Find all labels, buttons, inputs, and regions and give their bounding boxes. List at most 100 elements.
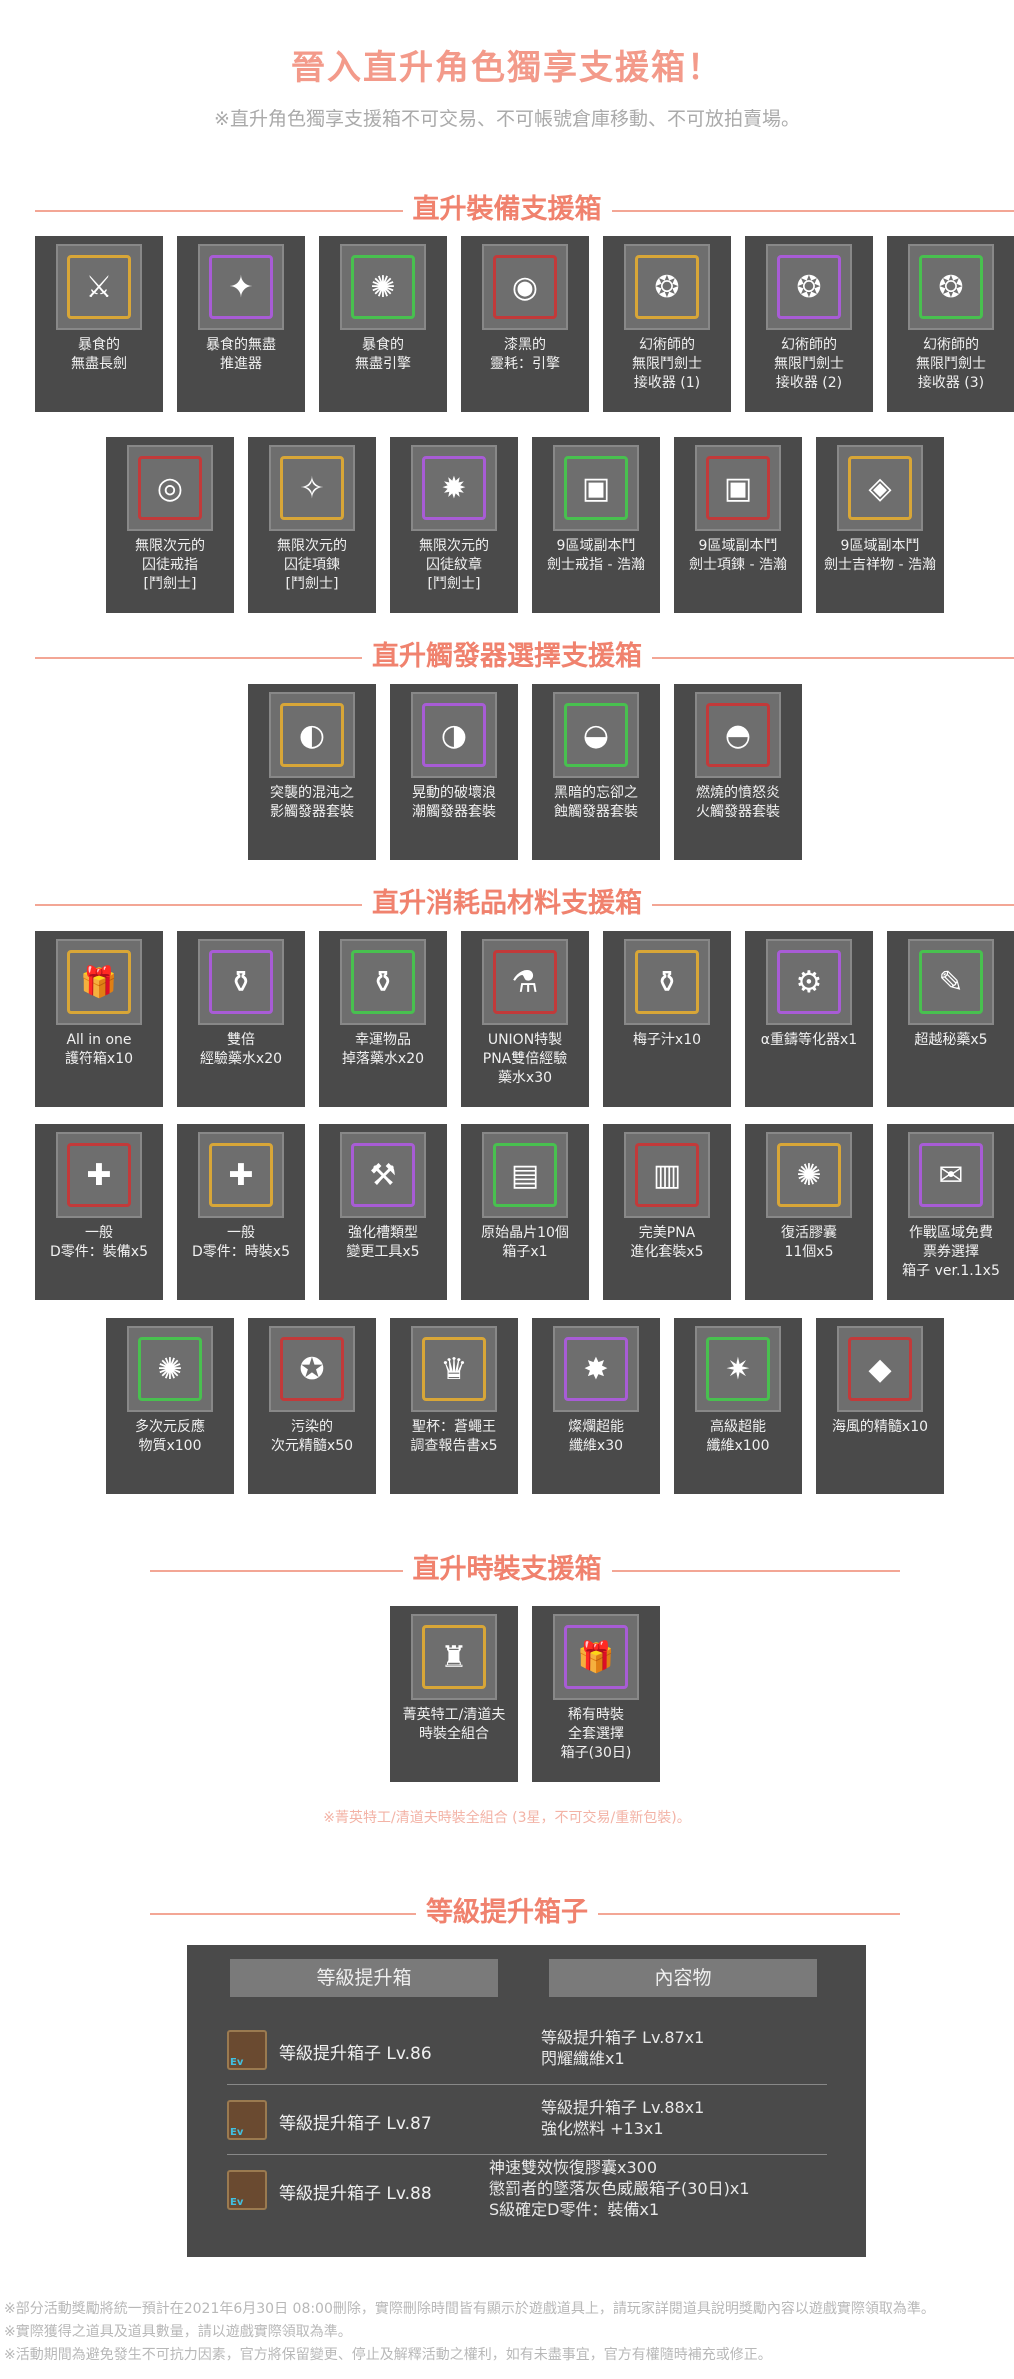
equipment-item-card: ✹無限次元的囚徒紋章[鬥劍士] [390, 437, 518, 613]
item-label-line: 幸運物品 [355, 1032, 411, 1048]
consumable-item-card: ✸燦爛超能纖維x30 [532, 1318, 660, 1494]
elixir-icon: ✎ [919, 950, 983, 1014]
item-frame: 🎁 [56, 939, 142, 1025]
item-label-line: 接收器 (2) [775, 375, 843, 391]
fashion-box-icon: 🎁 [564, 1625, 628, 1689]
essence-icon: ✪ [280, 1337, 344, 1401]
item-label-line: 蝕觸發器套裝 [554, 804, 638, 820]
item-label: 多次元反應物質x100 [108, 1418, 232, 1456]
event-badge: Ev [230, 2197, 244, 2208]
event-badge: Ev [230, 2057, 244, 2068]
item-label-line: PNA雙倍經驗 [482, 1051, 568, 1067]
ticket-icon: ✉ [919, 1143, 983, 1207]
footer-note: ※部分活動獎勵將統一預計在2021年6月30日 08:00刪除，實際刪除時間皆有… [4, 2301, 935, 2317]
item-label-line: 一般 [227, 1225, 255, 1241]
item-label: 暴食的無盡推進器 [179, 336, 303, 374]
section-title-level: 等級提升箱子 [0, 1893, 1014, 1933]
item-label-line: 強化槽類型 [348, 1225, 418, 1241]
item-frame: ◒ [553, 692, 639, 778]
item-label-line: 燦爛超能 [568, 1419, 624, 1435]
item-label-line: 超越秘藥x5 [914, 1032, 988, 1048]
item-label: 黑暗的忘卻之蝕觸發器套裝 [534, 784, 658, 822]
bottles-icon: ⚱ [635, 950, 699, 1014]
item-frame: ◎ [127, 445, 213, 531]
potion-icon: ⚗ [493, 950, 557, 1014]
crystal-icon: ◆ [848, 1337, 912, 1401]
equalizer-icon: ⚙ [777, 950, 841, 1014]
equipment-item-card: ⚔暴食的無盡長劍 [35, 236, 163, 412]
item-label-line: 囚徒項鍊 [284, 557, 340, 573]
item-label-line: 9區域副本鬥 [698, 538, 778, 554]
contents-line: 懲罰者的墜落灰色威嚴箱子(30日)x1 [489, 2179, 750, 2198]
item-frame: ✺ [127, 1326, 213, 1412]
item-label-line: 票券選擇 [923, 1244, 979, 1260]
item-label-line: 纖維x30 [568, 1438, 624, 1454]
contents-line: 強化燃料 +13x1 [541, 2119, 664, 2138]
item-frame: ⚙ [766, 939, 852, 1025]
item-label-line: 無限鬥劍士 [632, 356, 702, 372]
consumable-item-card: ✎ 超越秘藥x5 [887, 931, 1014, 1107]
item-frame: ✎ [908, 939, 994, 1025]
item-label-line: 11個x5 [784, 1244, 834, 1260]
item-label-line: 無盡引擎 [355, 356, 411, 372]
item-label-line: 暴食的 [78, 337, 120, 353]
contents-line: S級確定D零件：裝備x1 [489, 2200, 660, 2219]
item-label-line: 聖杯：蒼蠅王 [412, 1419, 496, 1435]
item-frame: ✪ [269, 1326, 355, 1412]
item-label-line: 劍士吉祥物 - 浩瀚 [824, 557, 936, 573]
item-label: 高級超能纖維x100 [676, 1418, 800, 1456]
item-label-line: 火觸發器套裝 [696, 804, 780, 820]
item-label: 聖杯：蒼蠅王調查報告書x5 [392, 1418, 516, 1456]
fashion-item-card: 🎁 稀有時裝全套選擇箱子(30日) [532, 1606, 660, 1782]
equipment-item-card: ✦暴食的無盡推進器 [177, 236, 305, 412]
item-label-line: 無限次元的 [277, 538, 347, 554]
item-label-line: 暴食的 [362, 337, 404, 353]
item-frame: ✧ [269, 445, 355, 531]
equipment-item-card: ❂幻術師的無限鬥劍士接收器 (1) [603, 236, 731, 412]
item-label: 梅子汁x10 [605, 1031, 729, 1050]
item-frame: ✹ [411, 445, 497, 531]
item-label-line: 9區域副本鬥 [840, 538, 920, 554]
equipment-item-card: ◎無限次元的囚徒戒指[鬥劍士] [106, 437, 234, 613]
item-label-line: 囚徒紋章 [426, 557, 482, 573]
item-label-line: 影觸發器套裝 [270, 804, 354, 820]
capsule-icon: ✺ [777, 1143, 841, 1207]
potion-icon: ⚱ [209, 950, 273, 1014]
equipment-item-card: ▣9區域副本鬥劍士項鍊 - 浩瀚 [674, 437, 802, 613]
item-label-line: [鬥劍士] [427, 576, 481, 592]
item-label: 稀有時裝全套選擇箱子(30日) [534, 1706, 658, 1763]
item-label-line: 完美PNA [638, 1225, 696, 1241]
necklace-icon: ✧ [280, 456, 344, 520]
item-label: 燃燒的憤怒炎火觸發器套裝 [676, 784, 800, 822]
consumable-item-card: ⚙α重鑄等化器x1 [745, 931, 873, 1107]
item-frame: ❂ [908, 244, 994, 330]
level-box-name: 等級提升箱子 Lv.87 [279, 2114, 432, 2134]
consumable-item-card: ⚱雙倍經驗藥水x20 [177, 931, 305, 1107]
item-label-line: 突襲的混沌之 [270, 785, 354, 801]
item-frame: ▣ [695, 445, 781, 531]
footer-note: ※實際獲得之道具及道具數量，請以遊戲實際領取為準。 [4, 2324, 352, 2340]
fashion-note: ※菁英特工/清道夫時裝全組合 (3星，不可交易/重新包裝)。 [323, 1810, 691, 1826]
section-title-fashion: 直升時裝支援箱 [0, 1550, 1014, 1590]
level-box-icon: Ev [227, 2100, 267, 2140]
item-frame: ⚒ [340, 1132, 426, 1218]
consumable-item-card: ⚒強化槽類型變更工具x5 [319, 1124, 447, 1300]
item-label: 幻術師的無限鬥劍士接收器 (3) [889, 336, 1013, 393]
trigger-cube-icon: ◐ [280, 703, 344, 767]
consumable-item-card: ✪污染的次元精髓x50 [248, 1318, 376, 1494]
item-label-line: UNION特製 [487, 1032, 563, 1048]
level-box-name: 等級提升箱子 Lv.86 [279, 2044, 432, 2064]
item-frame: ✚ [198, 1132, 284, 1218]
ring-box-icon: ▣ [564, 456, 628, 520]
item-label-line: 漆黑的 [504, 337, 546, 353]
item-label-line: 無限次元的 [135, 538, 205, 554]
consumable-item-card: ✉作戰區域免費票券選擇箱子 ver.1.1x5 [887, 1124, 1014, 1300]
item-frame: ◓ [695, 692, 781, 778]
item-label-line: 暴食的無盡 [206, 337, 276, 353]
equipment-item-card: ◉漆黑的靈耗：引擎 [461, 236, 589, 412]
item-label-line: 作戰區域免費 [909, 1225, 993, 1241]
item-label-line: 黑暗的忘卻之 [554, 785, 638, 801]
